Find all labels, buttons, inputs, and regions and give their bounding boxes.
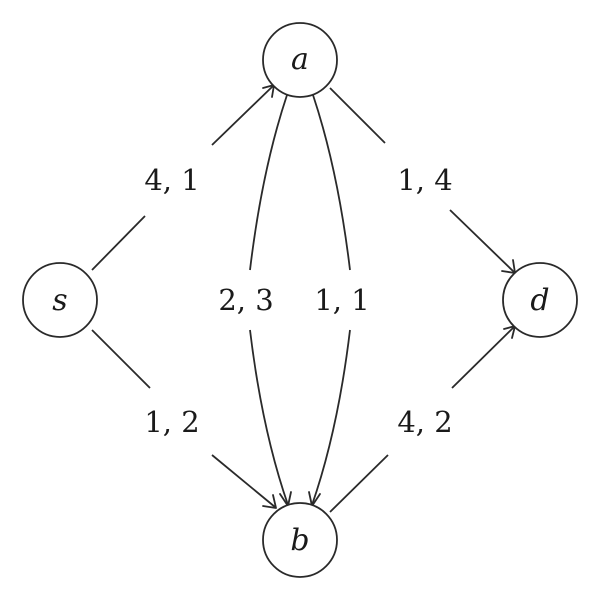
edge-s-b-line-upper (91, 329, 151, 389)
edge-s-b-line-lower (211, 454, 276, 508)
node-d: d (502, 262, 578, 338)
node-b: b (262, 502, 338, 578)
edge-s-a-line-lower (91, 215, 146, 271)
edge-a-d-line-lower (449, 209, 515, 273)
edge-a-d-label: 1, 4 (397, 163, 452, 197)
edge-s-b-arrowhead (262, 494, 277, 509)
edge-a-b-left-label: 2, 3 (218, 283, 273, 317)
edge-a-b-right: 1, 1 (308, 94, 370, 507)
edge-s-a: 4, 1 (91, 84, 275, 271)
edge-a-d: 1, 4 (329, 87, 516, 274)
edge-b-d-line-lower (329, 454, 389, 513)
edge-s-a-line-upper (211, 85, 274, 146)
edge-s-b: 1, 2 (91, 329, 277, 509)
edge-a-b-right-line-lower (311, 329, 351, 506)
node-s-label: s (52, 283, 67, 318)
node-a-label: a (291, 42, 309, 77)
node-a: a (262, 22, 338, 98)
edge-a-b-left: 2, 3 (218, 94, 292, 507)
node-b-circle (262, 502, 338, 578)
node-s: s (22, 262, 98, 338)
edge-s-a-label: 4, 1 (144, 163, 199, 197)
node-b-label: b (290, 523, 309, 558)
node-d-label: d (530, 283, 549, 318)
edge-s-b-label: 1, 2 (144, 405, 199, 439)
edge-b-d-line-upper (451, 326, 515, 389)
edge-a-b-left-line-lower (249, 329, 289, 506)
edge-a-b-left-line-upper (249, 94, 288, 271)
node-a-circle (262, 22, 338, 98)
edge-a-b-right-line-upper (312, 94, 351, 271)
node-s-circle (22, 262, 98, 338)
edge-a-b-right-label: 1, 1 (314, 283, 369, 317)
edge-a-d-line-upper (329, 87, 386, 144)
node-d-circle (502, 262, 578, 338)
edge-b-d-label: 4, 2 (397, 405, 452, 439)
edge-b-d: 4, 2 (329, 325, 516, 513)
